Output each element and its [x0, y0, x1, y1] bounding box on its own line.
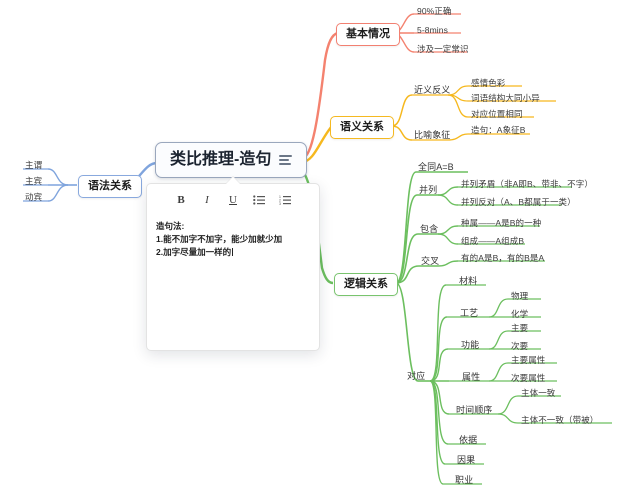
note-line-2-wrap: 2.加字尽量加一样的: [156, 246, 310, 259]
leaf-logic-4-0[interactable]: 材料: [459, 276, 478, 286]
text-cursor: [232, 248, 234, 257]
leaf-logic-4-3[interactable]: 属性: [462, 372, 481, 382]
branch-node-logic[interactable]: 逻辑关系: [334, 273, 398, 296]
note-caret: [226, 177, 240, 184]
leaf-logic-2[interactable]: 包含: [420, 224, 439, 234]
root-node[interactable]: 类比推理-造句: [155, 142, 308, 178]
leaf-semantic-1[interactable]: 比喻象征: [414, 130, 451, 140]
leaf-logic-3[interactable]: 交叉: [421, 256, 440, 266]
leaf-logic-4-4[interactable]: 时间顺序: [456, 405, 493, 415]
bold-icon[interactable]: B: [177, 194, 185, 206]
leaf-logic-4-1-1[interactable]: 化学: [511, 309, 529, 319]
leaf-logic-2-0[interactable]: 种属——A是B的一种: [461, 218, 542, 228]
leaf-logic-4-4-1[interactable]: 主体不一致（带被）: [521, 415, 599, 425]
leaf-logic-4-4-0[interactable]: 主体一致: [521, 388, 556, 398]
numbered-list-icon[interactable]: 1 2 3: [279, 194, 292, 207]
branch-node-semantic[interactable]: 语义关系: [330, 116, 394, 139]
note-body[interactable]: 造句法: 1.能不加字不加字，能少加就少加 2.加字尽量加一样的: [147, 212, 319, 260]
leaf-grammar-1[interactable]: 主宾: [25, 176, 43, 186]
leaf-logic-0[interactable]: 全同A=B: [418, 162, 454, 172]
leaf-basic-1[interactable]: 5-8mins: [417, 25, 448, 35]
leaf-logic-3-0[interactable]: 有的A是B，有的B是A: [461, 253, 545, 263]
leaf-logic-2-1[interactable]: 组成——A组成B: [461, 236, 525, 246]
leaf-logic-1[interactable]: 并列: [419, 185, 438, 195]
root-node-label: 类比推理-造句: [170, 151, 272, 168]
svg-text:1: 1: [279, 195, 281, 199]
branch-label-basic: 基本情况: [346, 28, 390, 40]
branch-node-basic[interactable]: 基本情况: [336, 23, 400, 46]
note-editor-card[interactable]: B I U 1 2 3 造句法: 1.能不加字不加字，能少加就少加: [146, 177, 320, 351]
leaf-basic-2[interactable]: 涉及一定常识: [417, 44, 469, 54]
leaf-logic-1-0[interactable]: 并列矛盾（非A即B、带非、不字）: [461, 179, 593, 189]
branch-label-semantic: 语义关系: [340, 121, 384, 133]
leaf-logic-4-2-0[interactable]: 主要: [511, 323, 529, 333]
branch-label-logic: 逻辑关系: [344, 278, 388, 290]
leaf-logic-4-3-1[interactable]: 次要属性: [511, 373, 546, 383]
svg-text:3: 3: [279, 202, 281, 205]
leaf-semantic-0[interactable]: 近义反义: [414, 85, 451, 95]
svg-text:2: 2: [279, 199, 281, 203]
leaf-grammar-0[interactable]: 主谓: [25, 160, 43, 170]
leaf-logic-4-1-0[interactable]: 物理: [511, 291, 529, 301]
leaf-logic-4-1[interactable]: 工艺: [460, 308, 479, 318]
leaf-logic-4-6[interactable]: 因果: [457, 455, 476, 465]
leaf-semantic-0-0[interactable]: 感情色彩: [471, 78, 506, 88]
note-line-2: 2.加字尽量加一样的: [156, 247, 232, 258]
leaf-semantic-0-1[interactable]: 词语结构大同小异: [471, 93, 540, 103]
note-toolbar[interactable]: B I U 1 2 3: [147, 188, 319, 212]
note-line-0: 造句法:: [156, 221, 185, 231]
leaf-semantic-0-2[interactable]: 对应位置相同: [471, 109, 523, 119]
leaf-logic-4-7[interactable]: 职业: [455, 475, 474, 485]
leaf-grammar-2[interactable]: 动宾: [25, 192, 43, 202]
leaf-semantic-1-0[interactable]: 造句：A象征B: [471, 125, 526, 135]
italic-icon[interactable]: I: [205, 194, 209, 206]
hamburger-icon[interactable]: [279, 152, 293, 167]
underline-icon[interactable]: U: [229, 194, 237, 206]
leaf-basic-0[interactable]: 90%正确: [417, 6, 452, 16]
branch-label-grammar: 语法关系: [88, 180, 132, 192]
leaf-logic-4-2[interactable]: 功能: [461, 340, 480, 350]
note-line-1: 1.能不加字不加字，能少加就少加: [156, 234, 283, 245]
leaf-logic-4-5[interactable]: 依据: [459, 435, 478, 445]
leaf-logic-4-3-0[interactable]: 主要属性: [511, 355, 546, 365]
branch-node-grammar[interactable]: 语法关系: [78, 175, 142, 198]
leaf-logic-4-2-1[interactable]: 次要: [511, 341, 529, 351]
leaf-logic-1-1[interactable]: 并列反对（A、B都属于一类）: [461, 197, 576, 207]
bullet-list-icon[interactable]: [253, 194, 266, 207]
leaf-logic-4[interactable]: 对应: [407, 371, 426, 381]
